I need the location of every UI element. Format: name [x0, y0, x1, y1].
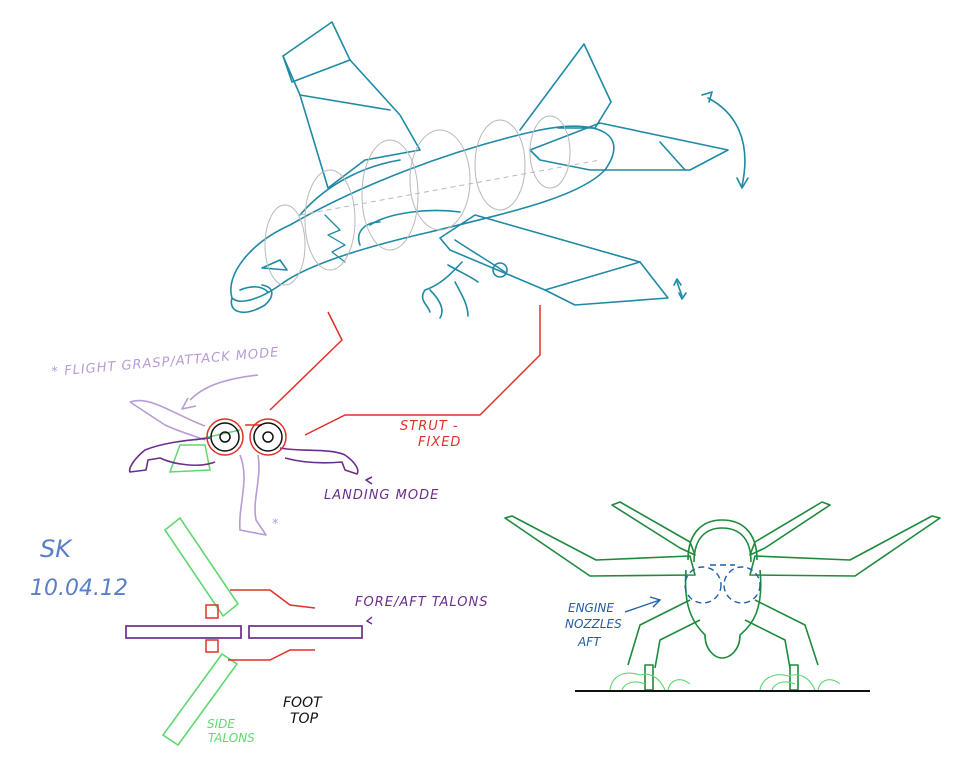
strut-hubs — [210, 422, 283, 452]
fore-aft-talon-bars — [125, 625, 363, 639]
engine-label-line3: AFT — [577, 635, 602, 649]
signature-date: 10.04.12 — [30, 576, 128, 601]
engine-label-line2: NOZZLES — [565, 617, 622, 631]
fore-aft-talon-links — [205, 589, 316, 661]
fore-aft-talons-label: FORE/AFT TALONS — [355, 595, 488, 610]
strut-fixed-assembly — [206, 305, 541, 456]
foot-top-label-line1: FOOT — [283, 695, 323, 711]
side-talons-label-line1: SIDE — [207, 717, 235, 731]
strut-label-line2: FIXED — [418, 435, 461, 450]
aircraft-perspective-sketch — [230, 21, 749, 319]
signature-initials: SK — [40, 535, 73, 563]
flight-mode-label: * FLIGHT GRASP/ATTACK MODE — [51, 345, 280, 380]
front-view-aircraft — [504, 501, 941, 691]
strut-label-line1: STRUT - — [400, 419, 459, 434]
side-talons-label-line2: TALONS — [208, 731, 255, 745]
side-talons — [161, 516, 240, 747]
front-feet-claws — [609, 672, 841, 691]
engine-label-line1: ENGINE — [568, 601, 614, 615]
fore-aft-arrow — [365, 616, 373, 625]
engine-nozzles-dashed — [684, 564, 761, 604]
landing-mode-label: LANDING MODE — [324, 488, 439, 503]
flight-mode-asterisk: * — [272, 517, 280, 532]
engine-arrow — [624, 596, 662, 613]
foot-top-label-line2: TOP — [290, 711, 319, 727]
flight-attack-mode-outline — [129, 374, 267, 536]
landing-mode-outline — [128, 437, 373, 485]
construction-guides — [264, 115, 601, 286]
